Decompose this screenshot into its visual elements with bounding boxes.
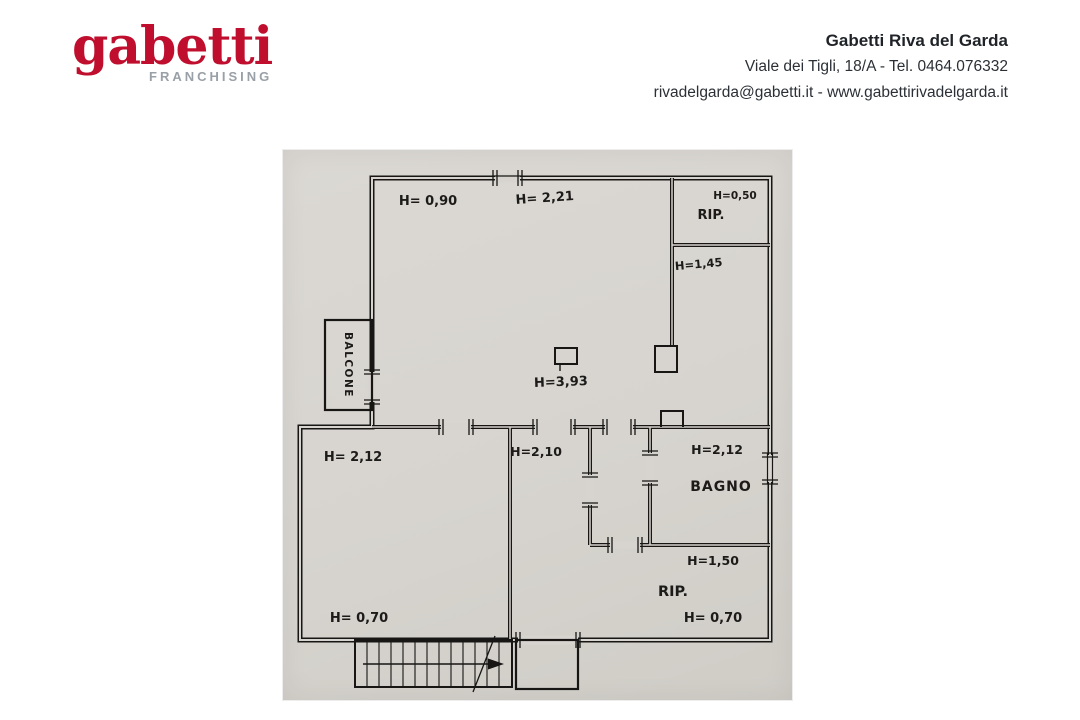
label-rip-bottom: RIP. bbox=[658, 584, 688, 600]
label-rip-top: RIP. bbox=[698, 208, 725, 223]
label-h-center: H=3,93 bbox=[534, 374, 588, 391]
agency-name: Gabetti Riva del Garda bbox=[825, 31, 1008, 50]
label-balcone: BALCONE bbox=[342, 332, 354, 398]
agency-address: Viale dei Tigli, 18/A - Tel. 0464.076332 bbox=[744, 58, 1008, 75]
label-h-bottom-left: H= 0,70 bbox=[330, 611, 388, 626]
logo-wordmark: gabetti bbox=[72, 16, 273, 77]
label-h-corridor: H=2,10 bbox=[510, 444, 562, 459]
stair-arrow-head bbox=[488, 658, 504, 670]
label-h-bottom-right: H= 0,70 bbox=[684, 611, 742, 626]
opening-thin-lines bbox=[493, 175, 774, 484]
balcony: BALCONE bbox=[323, 318, 374, 412]
label-h-under-rip: H=1,45 bbox=[674, 255, 723, 273]
gabetti-logo: gabetti FRANCHISING bbox=[72, 16, 273, 85]
stair-landing bbox=[514, 638, 580, 691]
wall-openings bbox=[367, 173, 775, 645]
chimney-symbols bbox=[554, 345, 684, 427]
floorplan-drawing: BALCONE H= 0,90 H= 2,21 H=0,50 RIP. H=1,… bbox=[297, 170, 778, 693]
agency-contacts: rivadelgarda@gabetti.it - www.gabettiriv… bbox=[653, 84, 1008, 101]
floorplan-labels: H= 0,90 H= 2,21 H=0,50 RIP. H=1,45 H=3,9… bbox=[324, 189, 757, 626]
label-h-rip-bottom: H=1,50 bbox=[687, 553, 739, 568]
page-header: gabetti FRANCHISING Gabetti Riva del Gar… bbox=[0, 0, 1080, 130]
logo-tagline: FRANCHISING bbox=[149, 69, 273, 85]
label-h-top-left: H= 0,90 bbox=[399, 194, 457, 209]
floorplan-scan: BALCONE H= 0,90 H= 2,21 H=0,50 RIP. H=1,… bbox=[283, 150, 792, 700]
label-h-top-center: H= 2,21 bbox=[515, 189, 574, 208]
label-h-top-right: H=0,50 bbox=[713, 190, 757, 202]
label-bagno: BAGNO bbox=[690, 479, 752, 495]
inner-walls bbox=[372, 178, 770, 640]
label-h-room-left: H= 2,12 bbox=[324, 450, 382, 465]
door-sill-ticks bbox=[364, 170, 778, 648]
label-h-bagno: H=2,12 bbox=[691, 442, 743, 457]
staircase bbox=[354, 635, 580, 693]
agency-contact-block: Gabetti Riva del Garda Viale dei Tigli, … bbox=[654, 28, 1008, 106]
